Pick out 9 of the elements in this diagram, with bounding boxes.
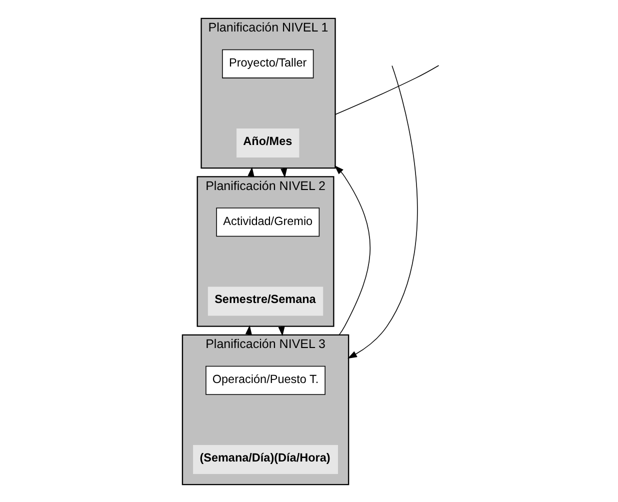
node-box: Actividad/Gremio: [216, 207, 320, 236]
node-box: Semestre/Semana: [208, 286, 324, 316]
node-box: Operación/Puesto T.: [206, 365, 326, 394]
arrow: [334, 164, 370, 335]
node-box: (Semana/Día)(Día/Hora): [193, 444, 338, 474]
connector: [334, 64, 440, 114]
node-box: Proyecto/Taller: [222, 48, 314, 78]
node-box: Año/Mes: [236, 128, 300, 157]
arrow: [348, 64, 418, 358]
